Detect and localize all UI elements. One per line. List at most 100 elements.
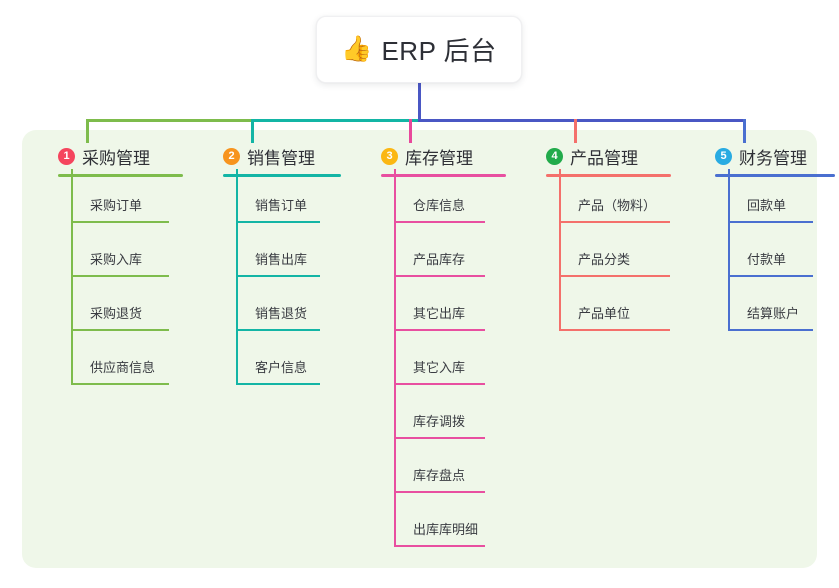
branch-item[interactable]: 库存盘点 (395, 439, 485, 493)
branch-spine (71, 169, 73, 385)
branch-item-rule (237, 383, 320, 385)
branch-number-badge: 3 (381, 147, 398, 165)
thumbs-up-icon: 👍 (341, 35, 373, 63)
branch-item[interactable]: 出库库明细 (395, 493, 485, 547)
branch-item-rule (560, 275, 670, 277)
branch-item-list: 回款单付款单结算账户 (697, 169, 813, 331)
branch-item[interactable]: 供应商信息 (72, 331, 169, 385)
branch-item-label: 结算账户 (747, 306, 800, 321)
branch-item-rule (72, 275, 169, 277)
branch-header-rule (381, 174, 506, 177)
branch-item-label: 回款单 (747, 198, 787, 213)
branch-item-label: 产品库存 (413, 252, 466, 267)
branch-item-label: 供应商信息 (90, 360, 156, 375)
connector-drop-3 (409, 119, 412, 143)
branch-column-3: 3 库存管理仓库信息产品库存其它出库其它入库库存调拨库存盘点出库库明细 (363, 143, 506, 547)
branch-item-rule (72, 383, 169, 385)
branch-number-badge: 2 (223, 147, 240, 165)
branch-item-label: 采购入库 (90, 252, 143, 267)
branch-item-list: 销售订单销售出库销售退货客户信息 (205, 169, 320, 385)
branch-header-rule (715, 174, 835, 177)
connector-trunk (418, 83, 421, 122)
branch-item-label: 采购退货 (90, 306, 143, 321)
branch-item[interactable]: 销售出库 (237, 223, 320, 277)
connector-drop-2 (251, 119, 254, 143)
branch-item-rule (729, 275, 813, 277)
branch-header-rule (58, 174, 183, 177)
connector-bus-segment-2 (251, 119, 420, 122)
branch-item-list: 产品（物料） 产品分类产品单位 (528, 169, 670, 331)
branch-item-label: 产品（物料） (578, 198, 657, 213)
branch-item-label: 出库库明细 (413, 522, 479, 537)
branch-item[interactable]: 产品分类 (560, 223, 670, 277)
branch-item-label: 销售订单 (255, 198, 308, 213)
branch-item-label: 销售出库 (255, 252, 308, 267)
branch-item-rule (72, 329, 169, 331)
branch-header-3[interactable]: 3 库存管理 (363, 143, 506, 177)
branch-item-rule (395, 383, 485, 385)
branch-item-label: 其它入库 (413, 360, 466, 375)
branch-header-4[interactable]: 4 产品管理 (528, 143, 671, 177)
connector-bus-segment-3 (418, 119, 746, 122)
branch-item[interactable]: 采购退货 (72, 277, 169, 331)
branch-item-rule (729, 329, 813, 331)
branch-spine (559, 169, 561, 331)
branch-header-2[interactable]: 2 销售管理 (205, 143, 341, 177)
branch-title: 库存管理 (405, 148, 473, 168)
branch-header-1[interactable]: 1 采购管理 (40, 143, 183, 177)
connector-drop-5 (743, 119, 746, 143)
branch-item-rule (560, 221, 670, 223)
branch-spine (236, 169, 238, 385)
branch-item[interactable]: 销售退货 (237, 277, 320, 331)
branch-header-rule (223, 174, 341, 177)
branch-item[interactable]: 仓库信息 (395, 169, 485, 223)
branch-number-badge: 4 (546, 147, 563, 165)
branch-item-label: 销售退货 (255, 306, 308, 321)
branch-item[interactable]: 其它入库 (395, 331, 485, 385)
page-title: ERP 后台 (381, 36, 497, 66)
branch-item[interactable]: 产品库存 (395, 223, 485, 277)
branch-item[interactable]: 产品（物料） (560, 169, 670, 223)
branch-column-4: 4 产品管理产品（物料） 产品分类产品单位 (528, 143, 671, 331)
branch-title: 产品管理 (570, 148, 638, 168)
branch-item-rule (560, 329, 670, 331)
branch-item-label: 产品分类 (578, 252, 631, 267)
mindmap-panel (22, 130, 817, 568)
branch-item[interactable]: 库存调拨 (395, 385, 485, 439)
branch-item-label: 产品单位 (578, 306, 631, 321)
branch-item-rule (395, 275, 485, 277)
branch-item-label: 客户信息 (255, 360, 308, 375)
branch-title: 财务管理 (739, 148, 807, 168)
branch-title: 采购管理 (82, 148, 150, 168)
branch-spine (728, 169, 730, 331)
branch-item-list: 仓库信息产品库存其它出库其它入库库存调拨库存盘点出库库明细 (363, 169, 485, 547)
branch-column-1: 1 采购管理采购订单采购入库采购退货供应商信息 (40, 143, 183, 385)
branch-item-rule (237, 329, 320, 331)
branch-item[interactable]: 付款单 (729, 223, 813, 277)
connector-drop-4 (574, 119, 577, 143)
root-node-content: 👍 ERP 后台 (341, 31, 496, 68)
branch-item[interactable]: 产品单位 (560, 277, 670, 331)
branch-item[interactable]: 采购入库 (72, 223, 169, 277)
branch-item[interactable]: 结算账户 (729, 277, 813, 331)
branch-item-rule (395, 329, 485, 331)
branch-header-rule (546, 174, 671, 177)
branch-item[interactable]: 销售订单 (237, 169, 320, 223)
branch-item[interactable]: 回款单 (729, 169, 813, 223)
branch-item[interactable]: 客户信息 (237, 331, 320, 385)
branch-item-label: 采购订单 (90, 198, 143, 213)
branch-item[interactable]: 其它出库 (395, 277, 485, 331)
branch-item-label: 仓库信息 (413, 198, 466, 213)
branch-item-rule (729, 221, 813, 223)
branch-spine (394, 169, 396, 547)
root-node-card[interactable]: 👍 ERP 后台 (316, 16, 522, 83)
branch-item-label: 其它出库 (413, 306, 466, 321)
branch-item[interactable]: 采购订单 (72, 169, 169, 223)
branch-number-badge: 1 (58, 147, 75, 165)
branch-item-rule (72, 221, 169, 223)
branch-item-rule (237, 275, 320, 277)
branch-item-label: 库存调拨 (413, 414, 466, 429)
branch-title: 销售管理 (247, 148, 315, 168)
